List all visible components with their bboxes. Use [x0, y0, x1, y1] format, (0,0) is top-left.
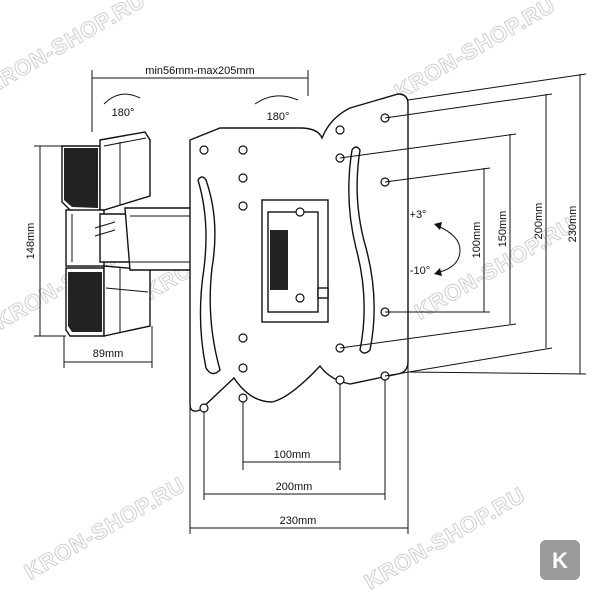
- dimension-lines: [34, 70, 587, 534]
- watermark-text: KRON-SHOP.RU: [390, 0, 560, 104]
- depth-label: 89mm: [93, 348, 124, 360]
- dimension-labels: min56mm-max205mm 180° 180° 148mm 89mm +3…: [25, 65, 579, 527]
- vesa-plate: [189, 93, 409, 413]
- shop-logo: K: [540, 540, 580, 580]
- vesa-horizontal-100-label: 100mm: [274, 449, 311, 461]
- tilt-up-label: +3°: [410, 209, 427, 221]
- vesa-vertical-200-label: 200mm: [533, 203, 545, 240]
- vesa-vertical-230-label: 230mm: [567, 206, 579, 243]
- tilt-down-label: -10°: [410, 265, 430, 277]
- watermark-text: KRON-SHOP.RU: [410, 212, 580, 324]
- swivel-left-label: 180°: [112, 107, 135, 119]
- swivel-right-label: 180°: [267, 111, 290, 123]
- vesa-horizontal-230-label: 230mm: [280, 515, 317, 527]
- vesa-vertical-150-label: 150mm: [497, 211, 509, 248]
- arm-extension-label: min56mm-max205mm: [145, 65, 254, 77]
- watermark-text: KRON-SHOP.RU: [20, 472, 190, 584]
- height-label: 148mm: [25, 223, 37, 260]
- logo-letter: K: [552, 548, 568, 573]
- vesa-vertical-100-label: 100mm: [471, 222, 483, 259]
- mounting-holes: [199, 113, 390, 413]
- vesa-horizontal-200-label: 200mm: [276, 481, 313, 493]
- watermark-text: KRON-SHOP.RU: [0, 0, 150, 99]
